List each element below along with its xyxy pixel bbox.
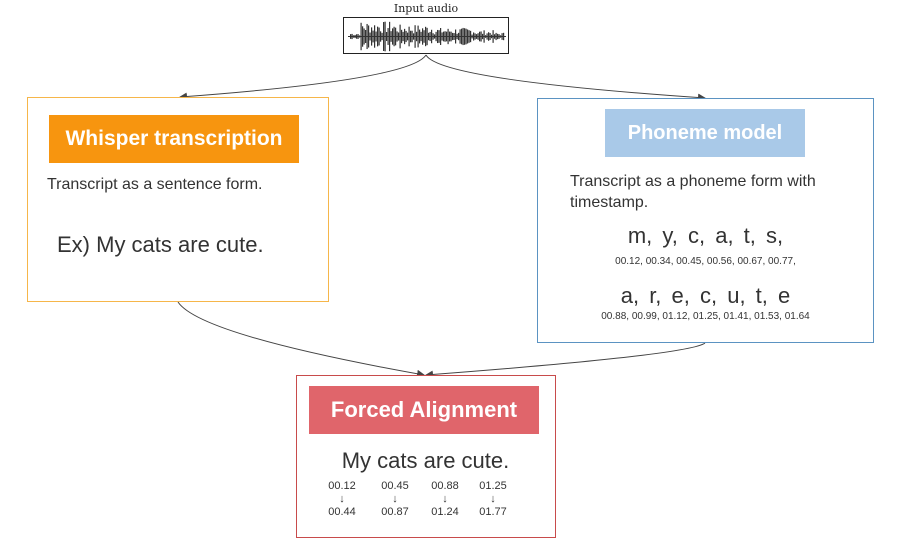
- word-start-time: 00.88: [431, 480, 459, 492]
- phoneme-box: Phoneme model Transcript as a phoneme fo…: [537, 98, 874, 343]
- down-arrow-icon: ↓: [442, 493, 448, 505]
- whisper-example: Ex) My cats are cute.: [57, 232, 264, 257]
- waveform-icon: [348, 21, 506, 52]
- arrow-phoneme-to-forced: [425, 342, 706, 379]
- word-timestamp-1: 00.12 ↓ 00.44: [322, 480, 362, 519]
- input-audio-box: [343, 17, 509, 54]
- down-arrow-icon: ↓: [339, 493, 345, 505]
- phoneme-title: Phoneme model: [605, 109, 805, 157]
- whisper-title: Whisper transcription: [49, 115, 299, 163]
- word-end-time: 01.77: [479, 506, 507, 518]
- word-timestamp-3: 00.88 ↓ 01.24: [425, 480, 465, 519]
- whisper-box: Whisper transcription Transcript as a se…: [27, 97, 329, 302]
- arrow-audio-to-whisper: [179, 54, 427, 101]
- word-end-time: 00.87: [381, 506, 409, 518]
- phoneme-times-2: 00.88, 00.99, 01.12, 01.25, 01.41, 01.53…: [601, 311, 810, 322]
- forced-alignment-sentence: My cats are cute.: [341, 448, 510, 473]
- word-start-time: 00.12: [328, 480, 356, 492]
- phoneme-times-1: 00.12, 00.34, 00.45, 00.56, 00.67, 00.77…: [615, 256, 796, 267]
- word-timestamp-4: 01.25 ↓ 01.77: [473, 480, 513, 519]
- phoneme-row-1: m, y, c, a, t, s,: [627, 223, 784, 248]
- word-timestamp-2: 00.45 ↓ 00.87: [375, 480, 415, 519]
- arrow-audio-to-phoneme: [425, 54, 706, 102]
- word-start-time: 01.25: [479, 480, 507, 492]
- arrow-whisper-to-forced: [177, 301, 425, 378]
- down-arrow-icon: ↓: [392, 493, 398, 505]
- input-audio-label: Input audio: [393, 2, 459, 15]
- phoneme-row-2: a, r, e, c, u, t, e: [620, 283, 791, 308]
- word-end-time: 01.24: [431, 506, 459, 518]
- whisper-description: Transcript as a sentence form.: [47, 176, 263, 193]
- down-arrow-icon: ↓: [490, 493, 496, 505]
- forced-alignment-box: Forced Alignment My cats are cute. 00.12…: [296, 375, 556, 538]
- phoneme-description: Transcript as a phoneme form with timest…: [570, 173, 816, 211]
- word-end-time: 00.44: [328, 506, 356, 518]
- forced-alignment-title: Forced Alignment: [309, 386, 539, 434]
- word-start-time: 00.45: [381, 480, 409, 492]
